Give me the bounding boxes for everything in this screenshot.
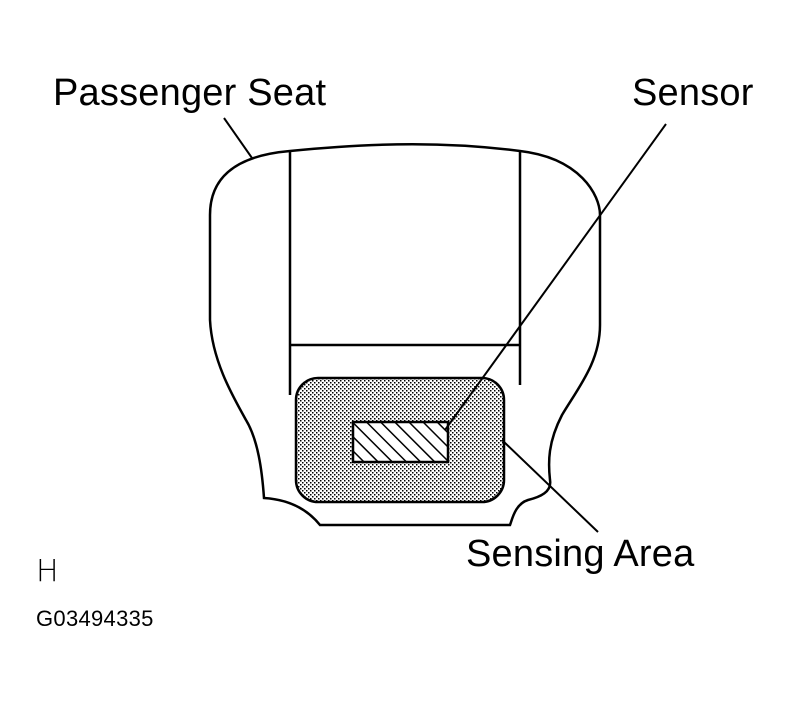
passenger-seat-label: Passenger Seat xyxy=(53,72,327,114)
sensor-leader xyxy=(444,123,667,431)
sensing-area-label: Sensing Area xyxy=(466,533,695,575)
sensor-element xyxy=(351,420,450,464)
passenger-seat-leader xyxy=(223,117,253,159)
sensing-area-leader xyxy=(501,439,599,533)
corner-mark-label: H xyxy=(36,554,59,589)
figure-code-label: G03494335 xyxy=(36,606,154,631)
sensor-label: Sensor xyxy=(632,72,754,114)
